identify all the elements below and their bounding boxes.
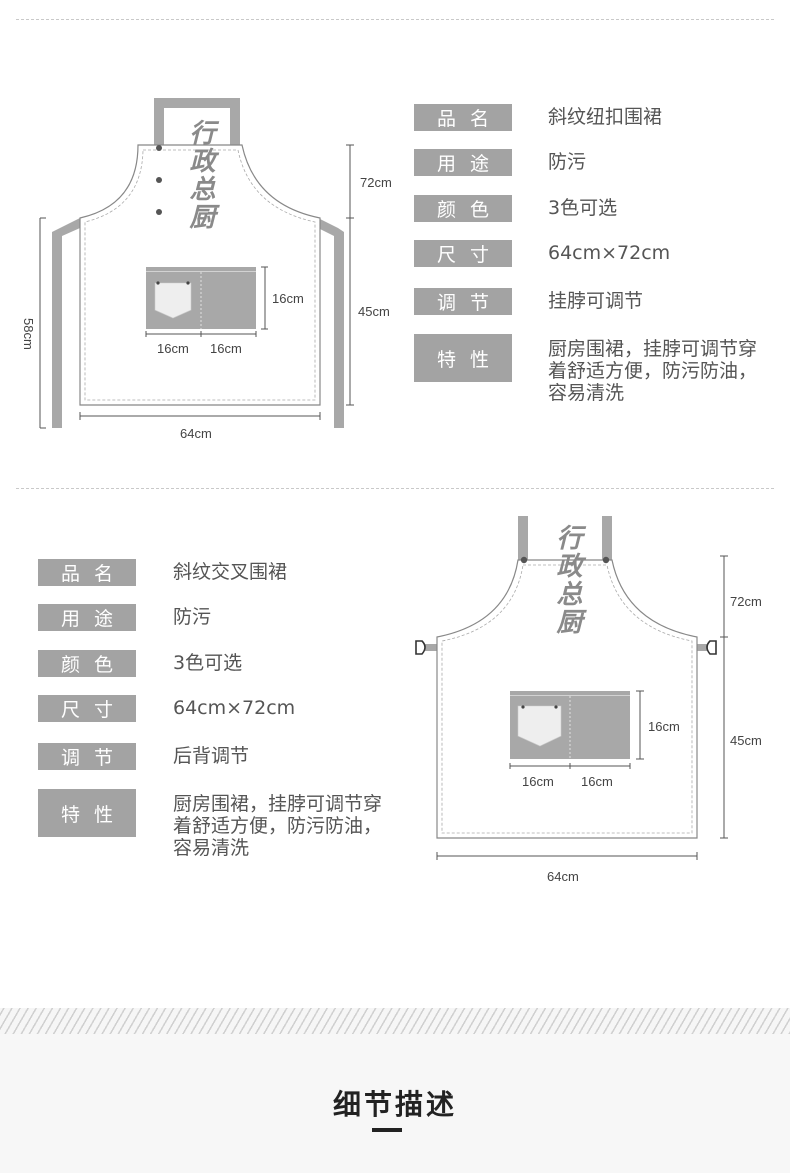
- spec-value-adjust: 后背调节: [173, 745, 250, 767]
- spec-value-adjust: 挂脖可调节: [548, 290, 644, 312]
- apron-2-dim-pocket-w1: 16cm: [522, 774, 554, 789]
- apron-1-dim-side: 58cm: [21, 318, 36, 350]
- apron-2-dim-width: 64cm: [547, 869, 579, 884]
- apron-2-illustration: 行政总厨 72cm 45cm 64cm 16cm 16cm 16cm: [415, 516, 762, 884]
- spec-value-color: 3色可选: [173, 652, 243, 674]
- divider-middle: [16, 488, 774, 489]
- apron-2-logo: 行政总厨: [551, 524, 583, 636]
- spec-value-color: 3色可选: [548, 197, 618, 219]
- apron-2-dim-bottom: 45cm: [730, 733, 762, 748]
- apron-1-dim-pocket-w2: 16cm: [210, 341, 242, 356]
- spec-label-size: 尺寸: [38, 695, 136, 722]
- spec-value-name: 斜纹交叉围裙: [173, 561, 288, 583]
- spec-label-color: 颜色: [414, 195, 512, 222]
- spec-label-adjust: 调节: [38, 743, 136, 770]
- spec-value-feature: 厨房围裙，挂脖可调节穿着舒适方便，防污防油，容易清洗: [548, 338, 758, 404]
- apron-2-dim-top: 72cm: [730, 594, 762, 609]
- apron-2-dim-pocket-w2: 16cm: [581, 774, 613, 789]
- spec-label-color: 颜色: [38, 650, 136, 677]
- spec-value-usage: 防污: [548, 151, 587, 173]
- apron-1-dim-top: 72cm: [360, 175, 392, 190]
- apron-1-logo: 行政总厨: [184, 119, 216, 231]
- spec-label-name: 品名: [414, 104, 512, 131]
- spec-value-feature: 厨房围裙，挂脖可调节穿着舒适方便，防污防油，容易清洗: [173, 793, 383, 859]
- spec-label-feature: 特性: [414, 334, 512, 382]
- apron-1-dim-pocket-w1: 16cm: [157, 341, 189, 356]
- spec-label-adjust: 调节: [414, 288, 512, 315]
- spec-value-usage: 防污: [173, 606, 212, 628]
- section-title: 细节描述: [332, 1088, 457, 1121]
- spec-value-size: 64cm×72cm: [548, 242, 671, 264]
- apron-1-dim-bottom: 45cm: [358, 304, 390, 319]
- detail-section-background: [0, 1034, 790, 1173]
- spec-label-name: 品名: [38, 559, 136, 586]
- apron-2-dim-pocket-h: 16cm: [648, 719, 680, 734]
- spec-label-size: 尺寸: [414, 240, 512, 267]
- spec-label-usage: 用途: [414, 149, 512, 176]
- spec-value-size: 64cm×72cm: [173, 697, 296, 719]
- apron-1-illustration: 行政总厨 72cm 45cm 58cm 64cm 16cm 16cm 16cm: [21, 98, 392, 441]
- spec-value-name: 斜纹纽扣围裙: [548, 106, 663, 128]
- divider-top: [16, 19, 774, 20]
- apron-1-dim-pocket-h: 16cm: [272, 291, 304, 306]
- spec-label-feature: 特性: [38, 789, 136, 837]
- spec-label-usage: 用途: [38, 604, 136, 631]
- apron-1-dim-width: 64cm: [180, 426, 212, 441]
- hatch-divider: [0, 1008, 790, 1034]
- title-underline: [372, 1128, 402, 1132]
